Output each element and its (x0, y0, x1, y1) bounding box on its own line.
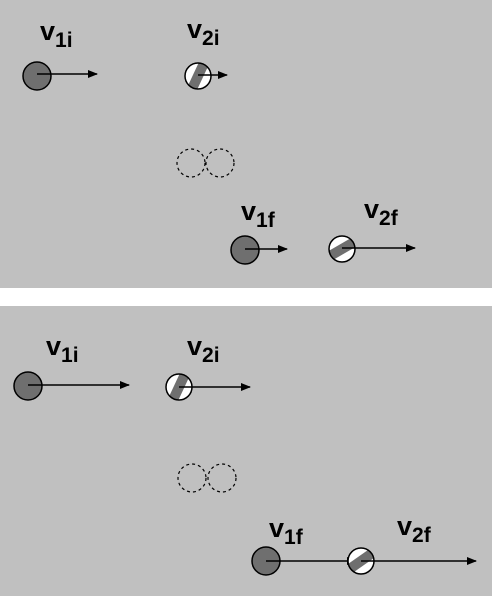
top-panel: v1i v2i v1f v2f (0, 0, 492, 288)
label-v1i: v1i (40, 16, 73, 52)
label-v2i: v2i (187, 331, 220, 367)
label-v1f: v1f (241, 196, 276, 232)
collision-ball-1-outline (176, 148, 206, 178)
label-v2f: v2f (364, 194, 399, 230)
ball-2-final (328, 235, 356, 263)
ball-2-initial (184, 62, 212, 90)
label-v1f: v1f (269, 513, 304, 549)
bottom-diagram: v1i v2i v1f v2f (13, 331, 477, 576)
label-v2f: v2f (397, 511, 432, 547)
label-v2i: v2i (187, 14, 220, 50)
ball-1-final (230, 235, 260, 265)
collision-ball-2-outline (205, 148, 235, 178)
bottom-panel: v1i v2i v1f v2f (0, 306, 492, 596)
collision-ball-1-outline (177, 463, 207, 493)
collision-ball-2-outline (207, 463, 237, 493)
top-diagram: v1i v2i v1f v2f (22, 14, 416, 265)
ball-1-initial (22, 61, 52, 91)
label-v1i: v1i (46, 331, 79, 367)
ball-1-initial (13, 371, 43, 401)
